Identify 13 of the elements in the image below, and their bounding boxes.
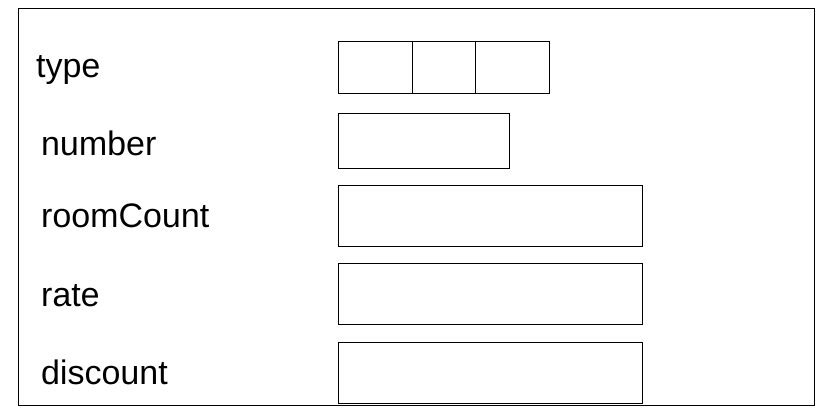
field-name: roomCount xyxy=(41,197,210,235)
field-box xyxy=(338,41,414,94)
field-box xyxy=(338,342,643,404)
field-name: number xyxy=(41,125,156,163)
field-box xyxy=(475,41,550,94)
field-box xyxy=(338,113,510,169)
field-name: type xyxy=(36,47,100,85)
field-box xyxy=(338,185,643,247)
field-name: rate xyxy=(41,276,100,314)
field-box xyxy=(338,263,643,325)
field-box xyxy=(412,41,476,94)
field-name: discount xyxy=(41,354,168,392)
struct-outline xyxy=(18,8,815,406)
